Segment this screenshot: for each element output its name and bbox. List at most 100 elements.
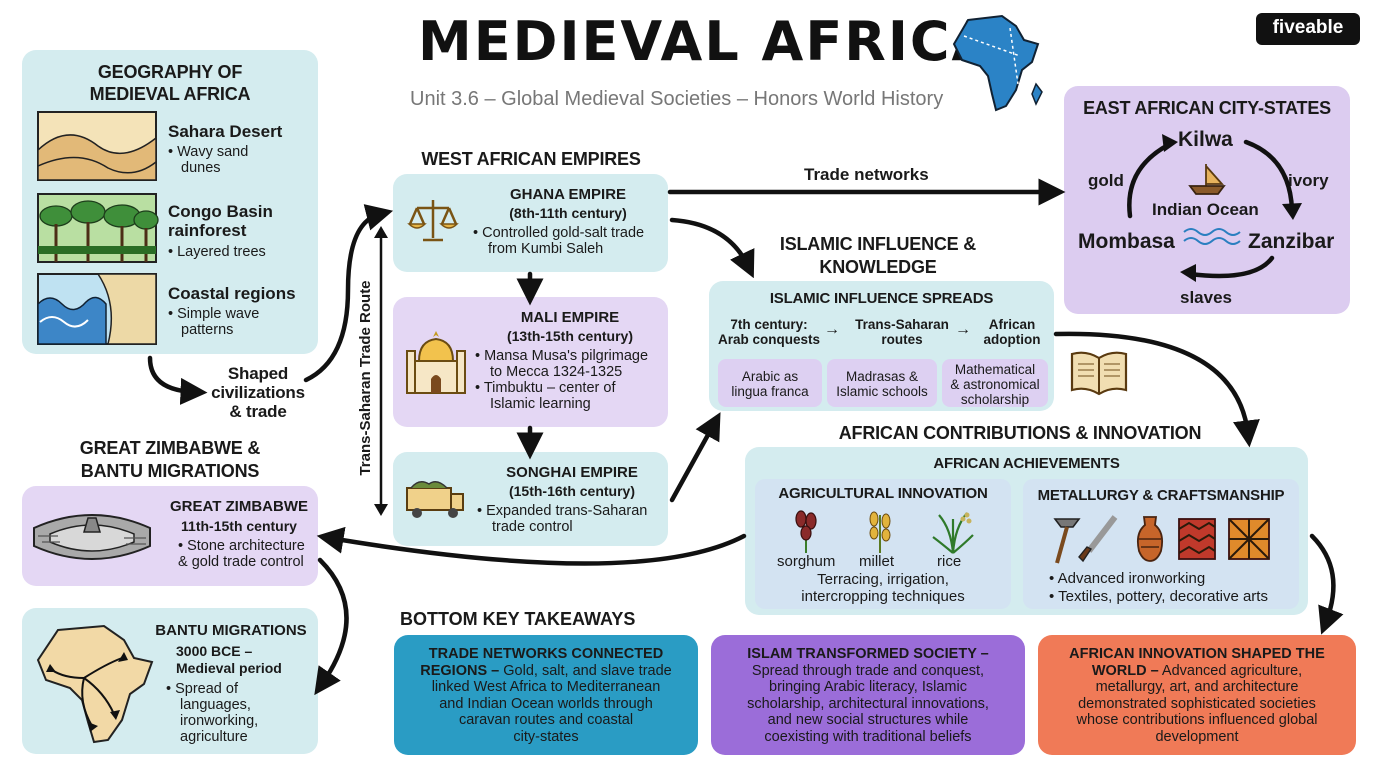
card3-line5: whose contributions influenced global	[1076, 712, 1318, 728]
mosque-icon	[406, 331, 466, 394]
city-kilwa: Kilwa	[1178, 128, 1233, 151]
card2-line4: scholarship, architectural innovations,	[747, 695, 989, 712]
congo-note: • Layered trees	[168, 244, 266, 260]
west-heading: WEST AFRICAN EMPIRES	[421, 149, 641, 169]
bantu-name: BANTU MIGRATIONS	[155, 622, 307, 639]
city-zanzibar: Zanzibar	[1248, 230, 1335, 253]
sorghum-icon	[795, 510, 817, 553]
ghana-card: GHANA EMPIRE (8th-11th century) • Contro…	[393, 174, 668, 272]
sahara-note: • Wavy sand	[168, 144, 249, 160]
rice-icon	[932, 512, 974, 554]
page-title: MEDIEVAL AFRICA	[418, 10, 996, 73]
takeaway-card-innovation: AFRICAN INNOVATION SHAPED THE WORLD – Ad…	[1038, 635, 1356, 755]
waves-icon	[1183, 228, 1241, 245]
islam-heading: ISLAMIC INFLUENCE &KNOWLEDGE	[779, 234, 977, 277]
step-arrow-1: →	[824, 321, 840, 338]
contrib-heading: AFRICAN CONTRIBUTIONS & INNOVATION	[838, 423, 1202, 443]
crop-sorghum-label: sorghum	[777, 553, 836, 570]
gz-name: GREAT ZIMBABWE	[169, 498, 309, 515]
step-arrow-2: →	[955, 321, 971, 338]
takeaway-card-trade: TRADE NETWORKS CONNECTED REGIONS – Gold,…	[394, 635, 698, 755]
coastal-note-2: patterns	[181, 322, 234, 338]
contrib-panel: AFRICAN ACHIEVEMENTS AGRICULTURAL INNOVA…	[745, 447, 1308, 615]
desert-icon	[37, 111, 157, 181]
east-heading: EAST AFRICAN CITY-STATES	[1083, 98, 1331, 118]
songhai-card: SONGHAI EMPIRE (15th-16th century) • Exp…	[393, 452, 668, 546]
card1-line6: city-states	[513, 728, 579, 745]
brand-name: fiveable	[1272, 17, 1344, 38]
east-africa-panel: EAST AFRICAN CITY-STATES Kilwa Zanzibar …	[1064, 86, 1350, 314]
crop-millet-label: millet	[859, 553, 895, 570]
agri-title: AGRICULTURAL INNOVATION	[778, 485, 988, 502]
bantu-card: BANTU MIGRATIONS 3000 BCE –Medieval peri…	[22, 608, 318, 754]
trade-networks-label: Trade networks	[804, 165, 929, 184]
takeaways-heading: BOTTOM KEY TAKEAWAYS	[400, 609, 636, 629]
card3-line1: AFRICAN INNOVATION SHAPED THE	[1069, 646, 1325, 662]
caravan-icon	[406, 481, 464, 518]
card3-line3: metallurgy, art, and architecture	[1095, 679, 1299, 695]
metal-bullet-1: • Advanced ironworking	[1049, 570, 1206, 587]
card3-line2: WORLD – Advanced agriculture,	[1091, 662, 1303, 679]
crop-rice-label: rice	[937, 553, 962, 570]
card3-line4: demonstrated sophisticated societies	[1078, 695, 1316, 712]
bantu-map-icon	[36, 624, 154, 744]
trade-good-ivory: ivory	[1288, 171, 1329, 190]
card2-line6: coexisting with traditional beliefs	[764, 728, 972, 745]
sahara-label: Sahara Desert	[168, 122, 283, 141]
mali-dates: (13th-15th century)	[506, 328, 634, 344]
scales-icon	[407, 200, 459, 242]
islam-box-title: ISLAMIC INFLUENCE SPREADS	[769, 290, 994, 307]
card1-line4: and Indian Ocean worlds through	[439, 695, 653, 712]
africa-map-icon	[952, 14, 1043, 112]
textile-icon-1	[1178, 518, 1216, 560]
card1-line5: caravan routes and coastal	[458, 712, 634, 728]
chip-madrasas: Madrasas &Islamic schools	[827, 359, 937, 407]
coast-icon	[37, 273, 157, 345]
indian-ocean-label: Indian Ocean	[1152, 200, 1259, 219]
card1-line3: linked West Africa to Mediterranean	[431, 679, 661, 695]
bantu-dates: 3000 BCE –Medieval period	[176, 643, 282, 676]
millet-icon	[869, 511, 891, 553]
ghana-dates: (8th-11th century)	[509, 205, 627, 221]
page-subtitle: Unit 3.6 – Global Medieval Societies – H…	[410, 88, 944, 110]
card1-line2: REGIONS – Gold, salt, and slave trade	[420, 662, 672, 679]
tools-icon	[1053, 515, 1118, 564]
metal-title: METALLURGY & CRAFTSMANSHIP	[1037, 487, 1285, 504]
metal-card: METALLURGY & CRAFTSMANSHIP • Advanced ir…	[1023, 479, 1299, 609]
islam-panel: ISLAMIC INFLUENCE SPREADS 7th century:Ar…	[709, 281, 1054, 411]
dhow-ship-icon	[1188, 164, 1226, 195]
ghana-name: GHANA EMPIRE	[509, 186, 627, 203]
trade-good-slaves: slaves	[1180, 288, 1232, 307]
coastal-label: Coastal regions	[168, 284, 296, 303]
card2-line1: ISLAM TRANSFORMED SOCIETY –	[747, 646, 989, 662]
metal-bullet-2: • Textiles, pottery, decorative arts	[1049, 588, 1268, 605]
card2-line5: and new social structures while	[767, 712, 969, 728]
textile-icon-2	[1228, 518, 1270, 560]
sahara-note-2: dunes	[181, 160, 221, 176]
achievements-title: AFRICAN ACHIEVEMENTS	[933, 455, 1120, 472]
card2-line2: Spread through trade and conquest,	[751, 662, 985, 679]
mali-card: MALI EMPIRE (13th-15th century) • Mansa …	[393, 297, 668, 427]
rainforest-icon	[37, 193, 159, 263]
stone-enclosure-icon	[33, 514, 151, 560]
great-zimbabwe-card: GREAT ZIMBABWE 11th-15th century • Stone…	[22, 486, 318, 586]
songhai-dates: (15th-16th century)	[508, 483, 636, 499]
islam-step-1: 7th century:Arab conquests	[717, 317, 821, 347]
gz-dates: 11th-15th century	[181, 518, 297, 534]
card1-line1: TRADE NETWORKS CONNECTED	[428, 646, 664, 662]
zimbabwe-heading: GREAT ZIMBABWE &BANTU MIGRATIONS	[79, 438, 261, 481]
card2-line3: bringing Arabic literacy, Islamic	[769, 679, 967, 695]
trade-cycle-arrows	[1127, 134, 1302, 282]
